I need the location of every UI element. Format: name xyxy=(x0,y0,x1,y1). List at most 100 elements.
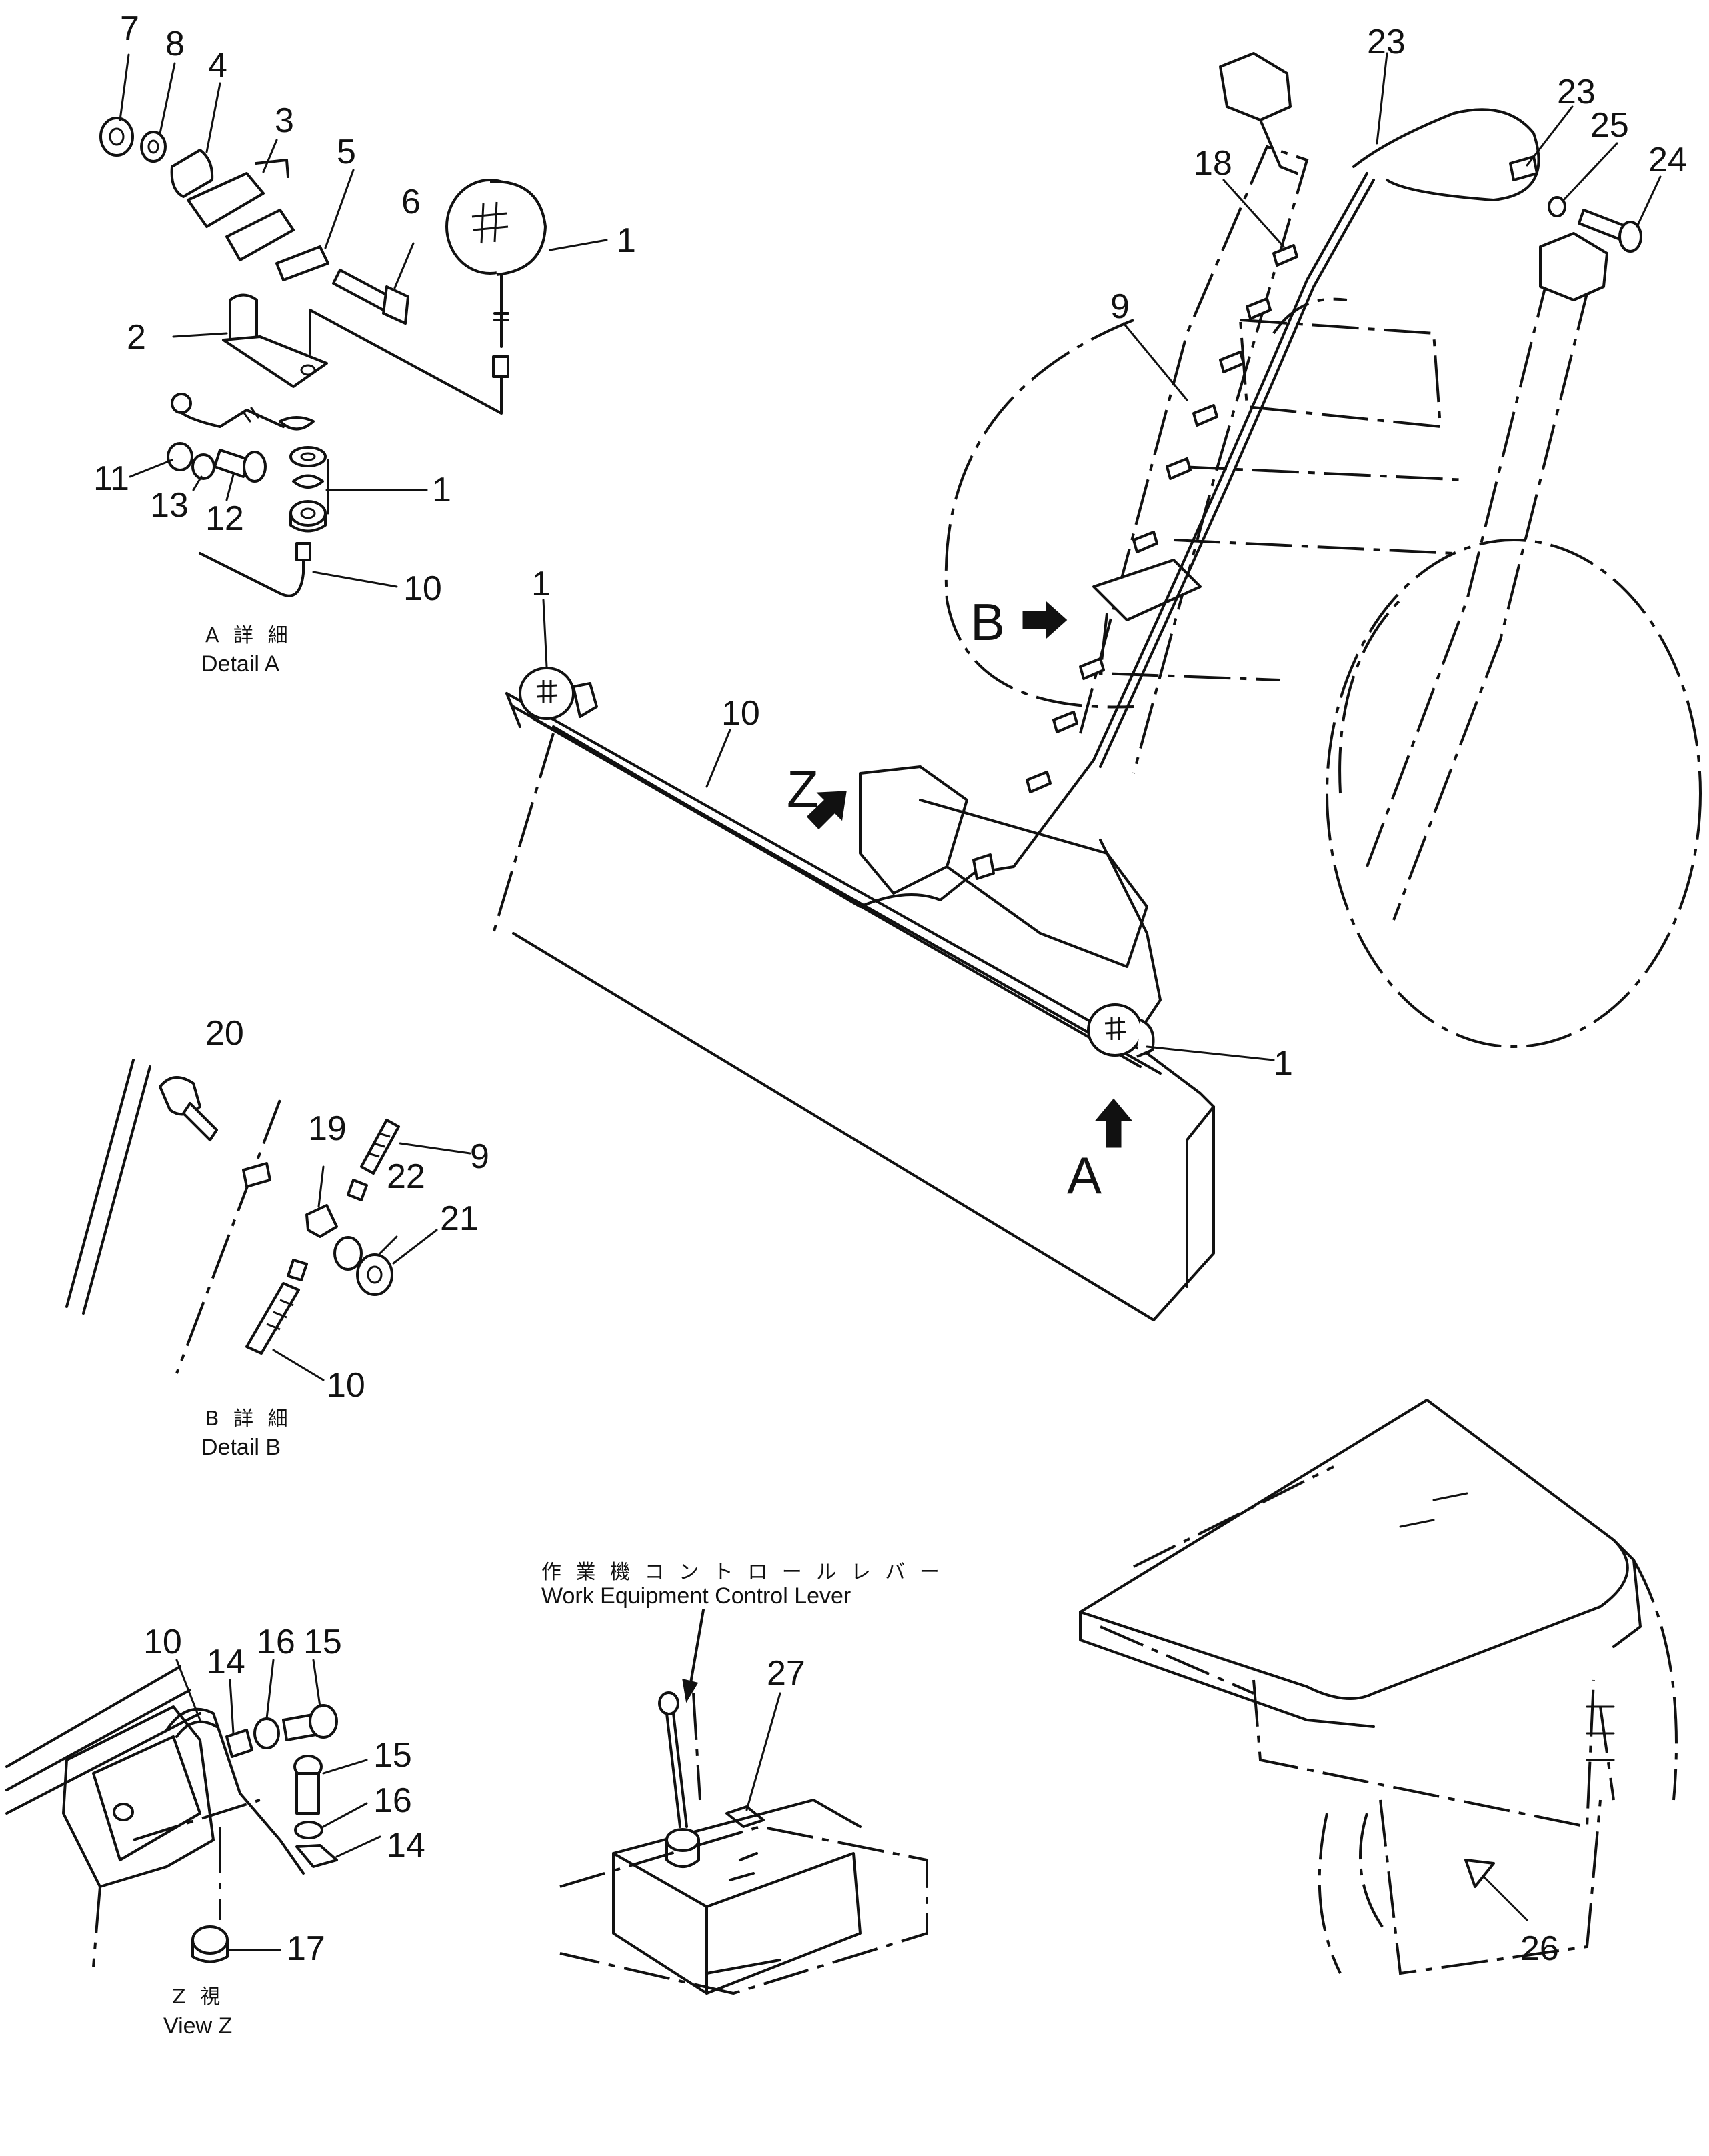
detail-a-caption: Detail A xyxy=(201,651,279,677)
label-12: 12 xyxy=(205,499,244,538)
bolt-15-bottom-icon xyxy=(293,1755,323,1815)
label-1-hardware: 1 xyxy=(432,471,451,509)
view-letter-b: B xyxy=(970,593,1005,651)
label-10-detail-b: 10 xyxy=(327,1366,365,1405)
label-10-view-z: 10 xyxy=(143,1623,182,1661)
label-16-top: 16 xyxy=(257,1623,295,1661)
label-3: 3 xyxy=(275,101,294,140)
label-18: 18 xyxy=(1194,144,1232,183)
label-9-detail: 9 xyxy=(470,1137,489,1176)
label-7: 7 xyxy=(120,9,139,48)
boom-head-right xyxy=(1539,232,1608,301)
detail-b: 20 19 9 22 21 10 B 詳 細 Detail B xyxy=(65,1014,489,1460)
washer-11-icon xyxy=(167,442,193,471)
view-letter-a: A xyxy=(1067,1146,1102,1205)
label-6: 6 xyxy=(401,183,421,221)
clip-14-top-icon xyxy=(225,1729,253,1758)
bolt-12-icon xyxy=(213,449,267,483)
nut-21-icon xyxy=(356,1253,393,1296)
label-17: 17 xyxy=(287,1929,325,1968)
washer-16-bottom-icon xyxy=(294,1821,323,1839)
clamp-18-icons xyxy=(1026,244,1298,793)
left-wheel-outline xyxy=(944,319,1134,709)
harness-10-blade xyxy=(552,725,1015,908)
right-wheel-outline xyxy=(1326,539,1702,1048)
boom-head-left xyxy=(1219,52,1298,175)
blade-lamp-right-icon xyxy=(1087,1003,1155,1058)
view-letter-z: Z xyxy=(787,759,819,818)
lever-view: 作 業 機 コ ン ト ロ ー ル レ バ ー Work Equipment C… xyxy=(541,1561,944,1995)
collar-4-icon xyxy=(170,149,214,198)
label-1-lamp: 1 xyxy=(617,221,636,260)
view-z-caption-jp: Z 視 xyxy=(172,1985,224,2009)
label-14-bottom: 14 xyxy=(387,1826,425,1865)
detail-a-caption-jp: A 詳 細 xyxy=(205,624,292,647)
label-24: 24 xyxy=(1648,141,1687,179)
label-10-detail-a: 10 xyxy=(403,569,442,608)
detail-b-caption: Detail B xyxy=(201,1435,281,1460)
control-lever-icon xyxy=(658,1691,700,1868)
plate-5-icon xyxy=(275,245,329,281)
bolt-15-top-icon xyxy=(282,1704,338,1741)
label-11: 11 xyxy=(93,459,129,498)
hardware-set-1-icon xyxy=(289,446,327,533)
clip-14-bottom-icon xyxy=(295,1844,338,1868)
main-view: 23 23 25 24 18 9 10 1 1 B Z A xyxy=(492,23,1702,1321)
label-26: 26 xyxy=(1520,1929,1559,1968)
harness-10-icon xyxy=(199,542,311,597)
detail-a: 7 8 4 3 5 6 1 2 11 13 12 1 10 A 詳 細 Deta… xyxy=(93,9,636,677)
label-14-top: 14 xyxy=(207,1643,245,1681)
decal-26-icon xyxy=(1464,1859,1495,1888)
nut-17-icon xyxy=(191,1925,229,1963)
label-25: 25 xyxy=(1590,106,1629,145)
label-19: 19 xyxy=(308,1109,347,1148)
washer-22-icon xyxy=(333,1236,363,1271)
bolt-24-icon xyxy=(1578,209,1642,253)
blade-lamp-left-icon xyxy=(519,667,598,720)
boom-left xyxy=(1079,145,1309,774)
label-27: 27 xyxy=(767,1654,805,1693)
cab-view: 26 xyxy=(1079,1399,1678,1975)
label-1-blade-right: 1 xyxy=(1274,1044,1293,1083)
label-2: 2 xyxy=(127,318,146,357)
label-15-bottom: 15 xyxy=(373,1736,412,1775)
harness-9 xyxy=(1012,172,1368,868)
work-lamp-1-icon xyxy=(445,179,547,378)
washer-25-icon xyxy=(1548,196,1566,217)
harness-9-detail-icon xyxy=(347,1119,400,1201)
view-z: 10 14 16 15 15 16 14 17 Z 視 View Z xyxy=(5,1623,425,2039)
washer-16-top-icon xyxy=(253,1717,280,1749)
label-13: 13 xyxy=(150,486,189,525)
label-4: 4 xyxy=(208,46,227,85)
label-21: 21 xyxy=(440,1199,479,1238)
clip-19-icon xyxy=(305,1204,338,1238)
label-15-top: 15 xyxy=(303,1623,342,1661)
label-23-b: 23 xyxy=(1557,73,1596,111)
label-1-blade-left: 1 xyxy=(531,565,551,603)
washer-8-icon xyxy=(140,131,167,163)
label-9: 9 xyxy=(1110,287,1130,326)
lever-label-jp: 作 業 機 コ ン ト ロ ー ル レ バ ー xyxy=(541,1561,944,1584)
clamp-3-icon xyxy=(187,159,295,261)
harness-10-detail-b-icon xyxy=(245,1259,308,1355)
arrow-a-icon xyxy=(1094,1098,1133,1148)
boom-right xyxy=(1366,278,1589,921)
label-5: 5 xyxy=(337,133,356,171)
lever-label: Work Equipment Control Lever xyxy=(541,1583,851,1609)
bolt-20-icon xyxy=(159,1076,218,1141)
label-10-main: 10 xyxy=(721,694,760,733)
arrow-z-icon xyxy=(806,791,847,830)
label-22: 22 xyxy=(387,1157,425,1196)
nut-7-icon xyxy=(99,117,134,157)
arrow-b-icon xyxy=(1022,601,1068,639)
bolt-6-icon xyxy=(332,269,409,325)
washer-13-icon xyxy=(191,453,215,480)
label-16-bottom: 16 xyxy=(373,1781,412,1820)
label-23-a: 23 xyxy=(1367,23,1406,61)
label-20: 20 xyxy=(205,1014,244,1053)
view-z-caption: View Z xyxy=(163,2013,232,2039)
bracket-2-icon xyxy=(222,293,328,388)
detail-b-caption-jp: B 詳 細 xyxy=(205,1407,292,1431)
label-8: 8 xyxy=(165,25,185,63)
